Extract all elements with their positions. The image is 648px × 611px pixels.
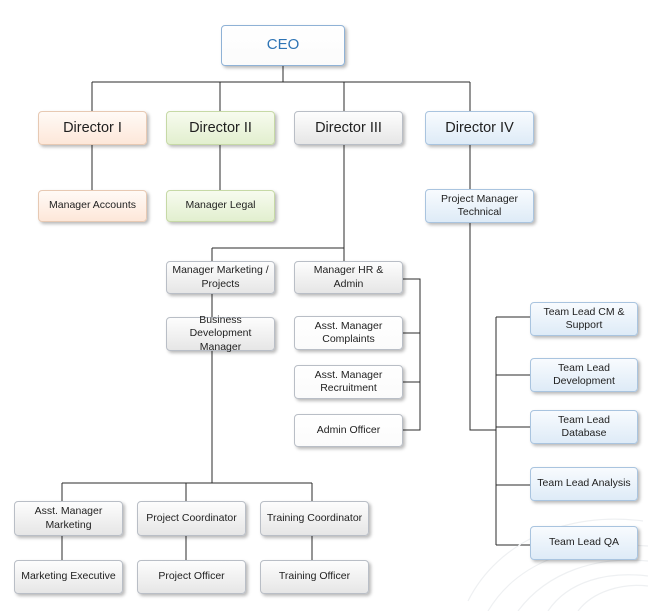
- node-director-3-label: Director III: [315, 119, 382, 136]
- node-training-officer-label: Training Officer: [278, 570, 351, 583]
- node-team-lead-development[interactable]: Team Lead Development: [530, 358, 638, 392]
- node-director-3[interactable]: Director III: [294, 111, 403, 145]
- node-marketing-executive[interactable]: Marketing Executive: [14, 560, 123, 594]
- node-manager-marketing-projects-label: Manager Marketing / Projects: [172, 264, 269, 290]
- node-asst-manager-complaints-label: Asst. Manager Complaints: [314, 319, 383, 345]
- node-manager-legal[interactable]: Manager Legal: [166, 190, 275, 222]
- node-admin-officer-label: Admin Officer: [316, 423, 381, 436]
- node-director-2[interactable]: Director II: [166, 111, 275, 145]
- node-asst-manager-marketing[interactable]: Asst. Manager Marketing: [14, 501, 123, 536]
- node-training-coordinator-label: Training Coordinator: [266, 511, 363, 524]
- node-manager-hr-admin[interactable]: Manager HR & Admin: [294, 261, 403, 294]
- node-director-4-label: Director IV: [445, 119, 514, 136]
- node-team-lead-qa-label: Team Lead QA: [548, 536, 620, 549]
- node-director-4[interactable]: Director IV: [425, 111, 534, 145]
- node-team-lead-cm-support-label: Team Lead CM & Support: [543, 305, 625, 331]
- node-training-coordinator[interactable]: Training Coordinator: [260, 501, 369, 536]
- node-project-coordinator[interactable]: Project Coordinator: [137, 501, 246, 536]
- node-manager-accounts[interactable]: Manager Accounts: [38, 190, 147, 222]
- node-business-development-manager-label: Business Development Manager: [189, 314, 252, 353]
- node-admin-officer[interactable]: Admin Officer: [294, 414, 403, 447]
- node-asst-manager-recruitment[interactable]: Asst. Manager Recruitment: [294, 365, 403, 399]
- node-team-lead-cm-support[interactable]: Team Lead CM & Support: [530, 302, 638, 336]
- node-team-lead-database[interactable]: Team Lead Database: [530, 410, 638, 444]
- node-director-1-label: Director I: [63, 119, 122, 136]
- node-project-officer[interactable]: Project Officer: [137, 560, 246, 594]
- node-project-coordinator-label: Project Coordinator: [146, 511, 237, 524]
- node-team-lead-qa[interactable]: Team Lead QA: [530, 526, 638, 560]
- node-manager-marketing-projects[interactable]: Manager Marketing / Projects: [166, 261, 275, 294]
- node-marketing-executive-label: Marketing Executive: [21, 570, 116, 583]
- node-ceo[interactable]: CEO: [221, 25, 345, 66]
- connector-hr-admin-side: [403, 278, 421, 431]
- node-manager-legal-label: Manager Legal: [185, 199, 256, 212]
- node-ceo-label: CEO: [266, 36, 300, 54]
- node-manager-accounts-label: Manager Accounts: [49, 199, 136, 212]
- node-project-manager-technical-label: Project Manager Technical: [440, 192, 519, 218]
- node-project-manager-technical[interactable]: Project Manager Technical: [425, 189, 534, 223]
- node-training-officer[interactable]: Training Officer: [260, 560, 369, 594]
- node-team-lead-development-label: Team Lead Development: [553, 361, 615, 387]
- node-project-officer-label: Project Officer: [158, 570, 225, 583]
- node-asst-manager-marketing-label: Asst. Manager Marketing: [34, 505, 103, 531]
- connector-pm-technical-down: [469, 223, 496, 431]
- node-business-development-manager[interactable]: Business Development Manager: [166, 314, 275, 353]
- node-director-2-label: Director II: [189, 119, 252, 136]
- node-team-lead-analysis[interactable]: Team Lead Analysis: [530, 467, 638, 501]
- node-manager-hr-admin-label: Manager HR & Admin: [313, 264, 384, 290]
- node-asst-manager-recruitment-label: Asst. Manager Recruitment: [314, 368, 383, 394]
- node-team-lead-analysis-label: Team Lead Analysis: [537, 477, 631, 490]
- node-team-lead-database-label: Team Lead Database: [558, 413, 610, 439]
- node-director-1[interactable]: Director I: [38, 111, 147, 145]
- node-asst-manager-complaints[interactable]: Asst. Manager Complaints: [294, 316, 403, 350]
